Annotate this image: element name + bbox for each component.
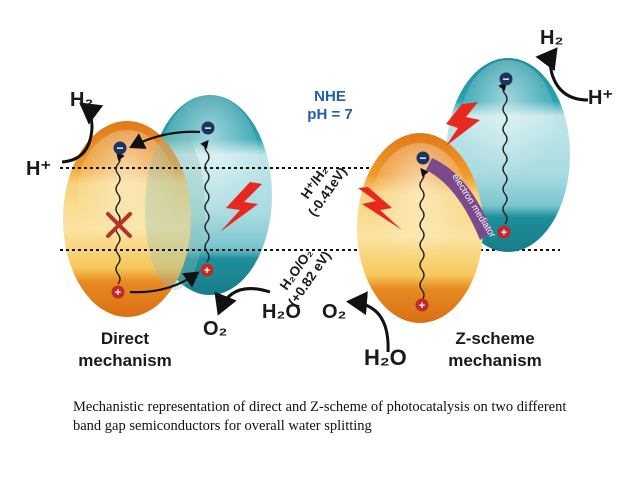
lightning-icon [446,102,480,146]
direct-electron-transfer-arrow [129,130,201,149]
zscheme-mechanism-label-2: mechanism [448,351,542,370]
nhe-label: NHE [314,88,346,105]
direct-orange-hole: + [111,285,125,299]
zscheme-orange-electron: − [416,151,430,165]
blocked-cross-icon [106,212,132,238]
direct-o2-label: O₂ [203,318,227,340]
direct-teal-electron: − [201,121,215,135]
direct-h2-label: H₂ [70,89,93,111]
direct-mechanism-label-2: mechanism [78,351,172,370]
zscheme-orange-excitation [419,167,429,301]
direct-hole-transfer-arrow [129,271,200,294]
direct-teal-excitation [200,139,210,263]
svg-text:−: − [502,72,509,86]
direct-h2-evolution-arrow [61,102,104,164]
svg-text:+: + [501,227,507,239]
svg-text:−: − [204,121,211,135]
ph-label: pH = 7 [307,106,352,123]
zscheme-teal-hole: + [497,225,511,239]
direct-teal-hole: + [200,263,214,277]
direct-h2o-label: H₂O [262,301,301,323]
direct-mechanism-label-1: Direct [101,329,150,348]
svg-text:+: + [204,265,210,277]
direct-water-oxidation-arrow [214,287,271,316]
svg-text:−: − [116,141,123,155]
zscheme-water-oxidation-arrow [346,291,390,353]
direct-orange-excitation [115,151,125,285]
zscheme-hplus-label: H⁺ [588,87,613,109]
zscheme-h2-label: H₂ [540,27,563,49]
lightning-icon [220,182,262,232]
svg-text:+: + [419,300,425,312]
lightning-icon [358,187,402,230]
zscheme-h2o-label: H₂O [364,345,407,370]
zscheme-orange-hole: + [415,298,429,312]
photocatalysis-diagram: − − + + H₂ H⁺ H₂O O₂ Direct mechanism NH… [26,27,613,370]
svg-text:+: + [115,287,121,299]
zscheme-o2-label: O₂ [322,301,346,323]
zscheme-h2-evolution-arrow [535,47,589,102]
figure-caption: Mechanistic representation of direct and… [73,399,567,434]
direct-hplus-label: H⁺ [26,158,51,180]
svg-text:−: − [419,151,426,165]
h2-potential-label: H⁺/H₂ (-0.41eV) [298,163,350,219]
direct-orange-electron: − [113,141,127,155]
zscheme-mechanism-label-1: Z-scheme [455,329,534,348]
zscheme-teal-electron: − [499,72,513,86]
zscheme-teal-excitation [498,81,508,225]
